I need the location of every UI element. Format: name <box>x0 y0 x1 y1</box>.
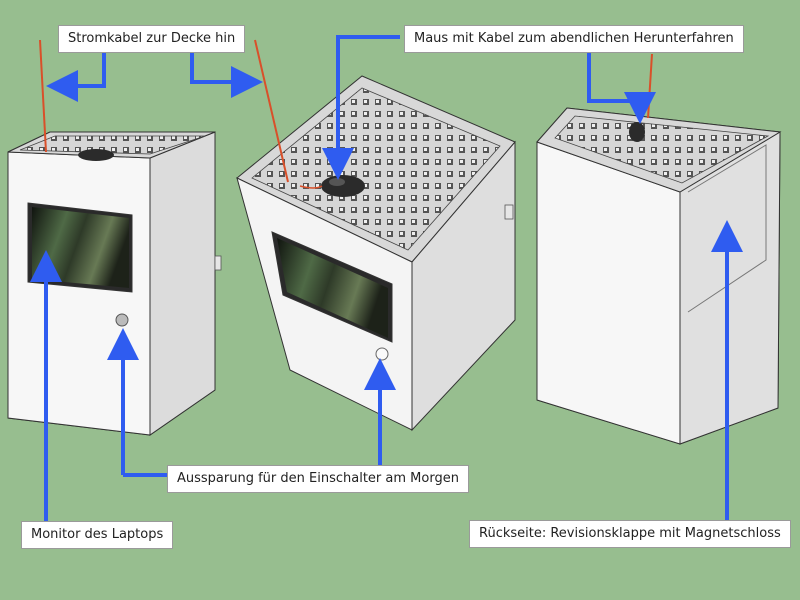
label-monitor: Monitor des Laptops <box>21 521 174 549</box>
power-switch-cutout <box>115 313 129 327</box>
label-switch-cutout: Aussparung für den Einschalter am Morgen <box>167 465 469 493</box>
mouse-icon <box>321 175 365 197</box>
mouse-icon <box>78 149 114 161</box>
mouse-icon <box>629 122 645 142</box>
label-back-flap: Rückseite: Revisionsklappe mit Magnetsch… <box>469 520 791 548</box>
power-switch-cutout <box>375 347 389 361</box>
right-box <box>536 53 782 445</box>
left-box <box>7 39 222 436</box>
label-power-cable: Stromkabel zur Decke hin <box>58 25 246 53</box>
power-cable <box>254 39 289 183</box>
label-mouse: Maus mit Kabel zum abendlichen Herunterf… <box>404 25 744 53</box>
laptop-monitor <box>271 231 393 343</box>
mouse-cable <box>647 53 653 119</box>
power-cable <box>39 39 47 153</box>
callout-arrows <box>30 35 743 523</box>
laptop-monitor <box>27 202 133 293</box>
middle-box <box>236 39 516 432</box>
